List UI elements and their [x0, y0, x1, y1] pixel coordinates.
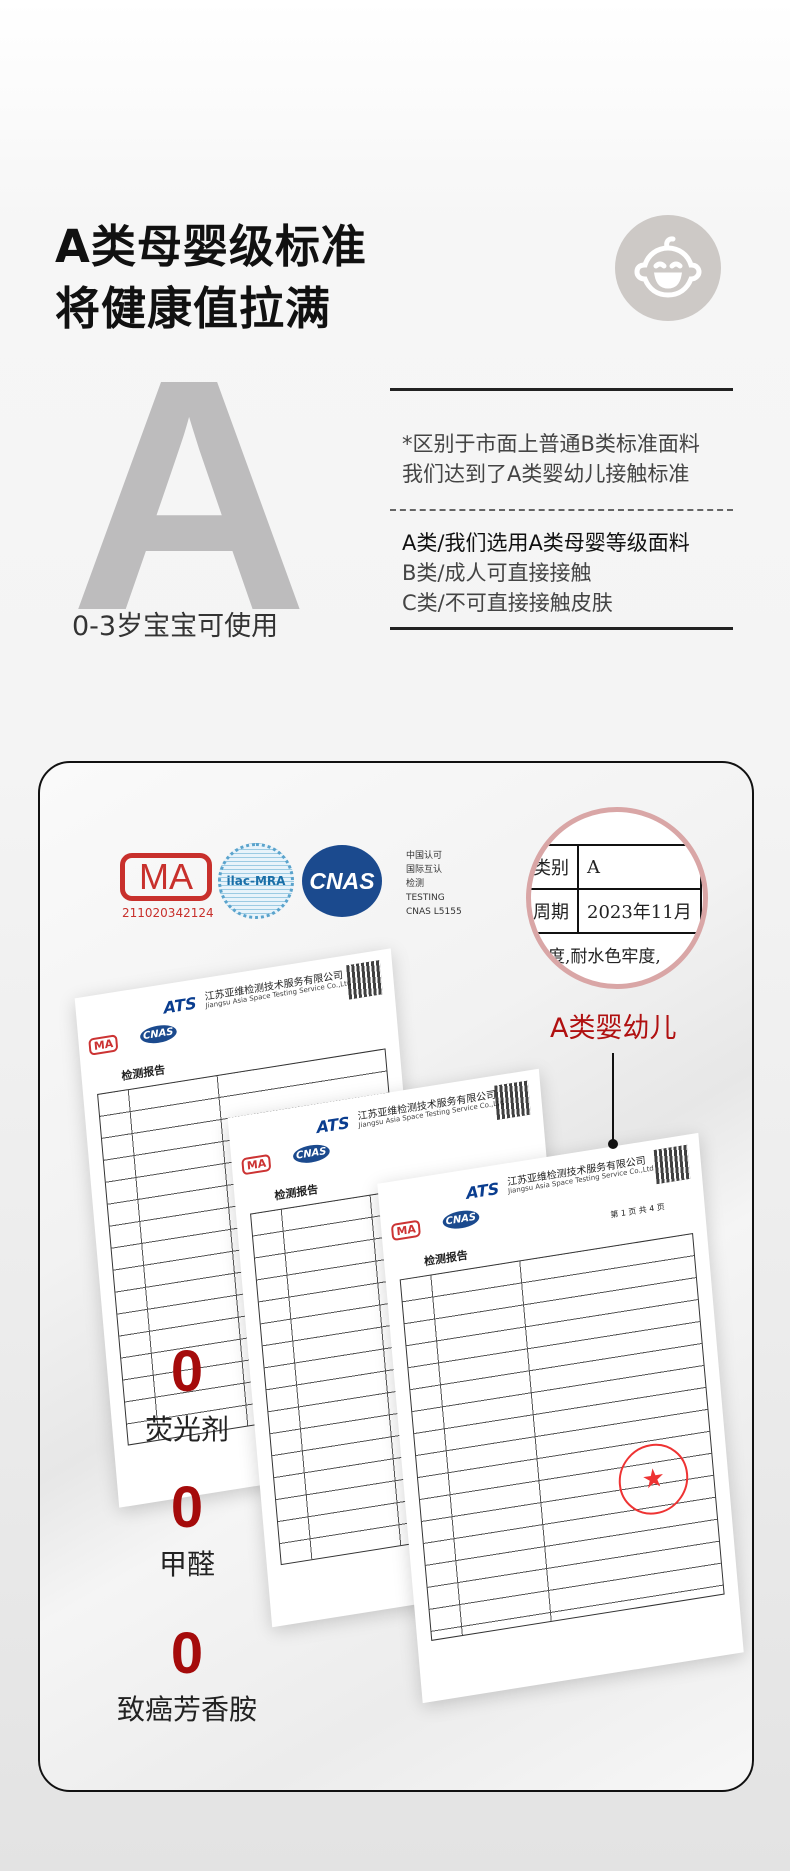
report-title: 检测报告: [273, 1182, 319, 1203]
class-a-text: A类/我们选用A类母婴等级面料: [402, 531, 690, 555]
report-title: 检测报告: [121, 1063, 166, 1083]
cma-number: 211020342124: [122, 906, 214, 920]
qr-code: [346, 960, 383, 1000]
class-b-text: B类/成人可直接接触: [402, 561, 592, 585]
cnas-text-4: TESTING: [406, 893, 445, 903]
note-line-2: 我们达到了A类婴幼儿接触标准: [402, 462, 690, 486]
test-report-sheet-front: ATS 江苏亚维检测技术服务有限公司 Jiangsu Asia Space Te…: [377, 1132, 744, 1704]
grade-letter: A: [70, 310, 309, 679]
class-c-text: C类/不可直接接触皮肤: [402, 591, 613, 615]
period-label: 周期: [531, 888, 579, 934]
cnas-text-5: CNAS L5155: [406, 907, 462, 917]
age-range-text: 0-3岁宝宝可使用: [72, 611, 279, 642]
sheet-cnas-logo: CNAS: [139, 1022, 178, 1046]
divider-top: [390, 388, 733, 391]
baby-face-icon: [615, 215, 721, 321]
report-page: 第 1 页 共 4 页: [610, 1202, 666, 1220]
ats-logo: ATS: [465, 1178, 500, 1203]
cnas-text-1: 中国认可: [406, 851, 443, 861]
formaldehyde-label: 甲醛: [158, 1548, 215, 1581]
sheet-cma-logo: MA: [241, 1153, 272, 1176]
divider-bottom: [390, 627, 733, 630]
qr-code: [494, 1080, 531, 1120]
sheet-cma-logo: MA: [390, 1219, 422, 1242]
note-line-1: *区别于市面上普通B类标准面料: [402, 432, 700, 456]
sheet-cnas-logo: CNAS: [292, 1142, 331, 1166]
divider-dashed: [390, 509, 733, 511]
fluorescent-label: 荧光剂: [144, 1413, 229, 1446]
period-value: 2023年11月: [577, 888, 702, 934]
aromatic-amine-label: 致癌芳香胺: [116, 1693, 257, 1726]
aromatic-amine-value: 0: [170, 1621, 204, 1686]
ilac-mra-logo: ilac-MRA: [218, 843, 294, 919]
qr-code: [653, 1144, 691, 1185]
report-table: [399, 1232, 725, 1641]
callout-dot: [608, 1139, 618, 1149]
headline-line-1: A类母婴级标准: [55, 220, 367, 273]
cnas-text-2: 国际互认: [406, 865, 443, 875]
fluorescent-value: 0: [170, 1339, 204, 1404]
report-title: 检测报告: [423, 1248, 469, 1269]
class-a-callout: A类婴幼儿: [550, 1013, 677, 1044]
headline-line-2: 将健康值拉满: [55, 282, 332, 335]
cnas-text-3: 检测: [406, 879, 425, 889]
certification-card: MA 211020342124 ilac-MRA CNAS 中国认可 国际互认 …: [38, 761, 754, 1792]
category-value: A: [577, 844, 702, 890]
cma-logo: MA: [120, 853, 212, 901]
magnified-tail-text: 牢度,耐水色牢度,: [531, 947, 661, 967]
sheet-cma-logo: MA: [88, 1034, 119, 1056]
ats-logo: ATS: [315, 1112, 351, 1138]
callout-line: [612, 1053, 614, 1141]
formaldehyde-value: 0: [170, 1475, 204, 1540]
category-label: 类别: [531, 844, 579, 890]
cnas-logo: CNAS: [302, 845, 382, 917]
ats-logo: ATS: [162, 993, 198, 1018]
sheet-cnas-logo: CNAS: [442, 1208, 480, 1232]
